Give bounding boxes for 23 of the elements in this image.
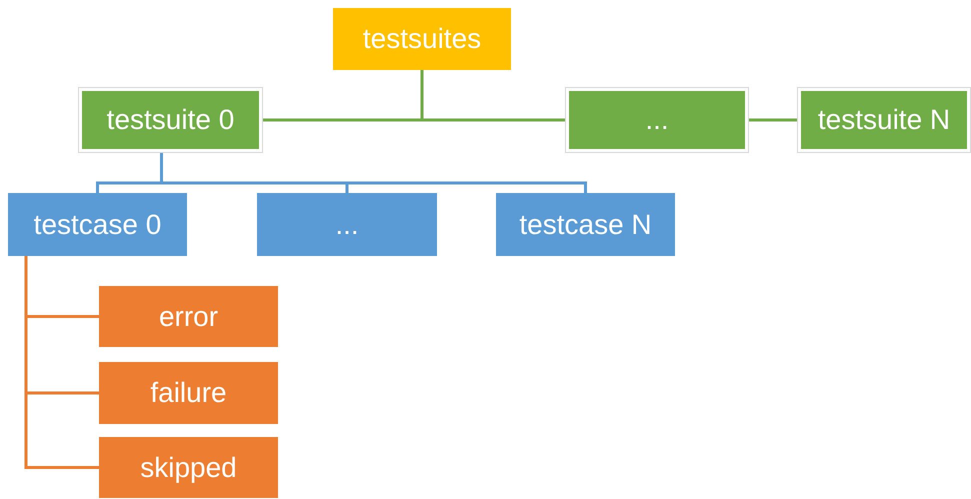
node-label: ... (645, 104, 669, 136)
connector-line (748, 118, 798, 122)
node-label: ... (335, 208, 359, 240)
tree-node-box (333, 8, 511, 70)
tree-node-box (99, 362, 278, 424)
node-label: skipped (140, 452, 237, 484)
tree-node-box (8, 193, 187, 256)
node-label: error (158, 300, 218, 332)
tree-node-box (99, 286, 278, 347)
node-label: testcase 0 (34, 208, 162, 240)
tree-node-box (496, 193, 675, 256)
tree-node-box (566, 88, 748, 152)
tree-node-box (798, 88, 970, 152)
node-label: failure (150, 377, 227, 409)
tree-node-box (257, 193, 437, 256)
connector-line (24, 256, 99, 469)
connector-line (160, 152, 587, 193)
node-label: testcase N (519, 208, 652, 240)
node-label: testsuites (362, 23, 482, 55)
tree-node-box (79, 88, 262, 152)
tree-node-box (99, 437, 278, 498)
node-label: testsuite 0 (106, 104, 234, 136)
node-label: testsuite N (818, 104, 950, 136)
